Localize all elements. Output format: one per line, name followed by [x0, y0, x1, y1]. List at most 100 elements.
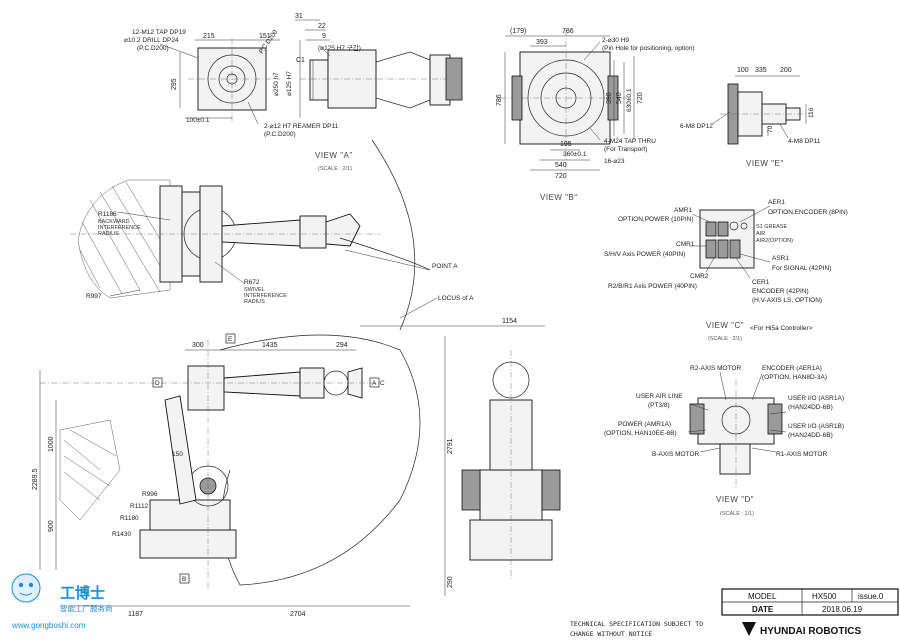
- dim-393: 393: [536, 39, 548, 46]
- view-e-title: VIEW "E": [746, 159, 784, 168]
- main-side-view: E D C A B 300 1435 294 1154 150 R996 R11…: [32, 318, 545, 618]
- upper-side-view: R1186 BACKWARD INTERFERENCE RADIUS R672 …: [70, 139, 474, 331]
- callout-asr1-desc: For SIGNAL (42PIN): [772, 265, 831, 272]
- marker-d: D: [155, 380, 160, 387]
- callout-tap: 12-M12 TAP DP19: [132, 29, 186, 36]
- label-point-a: POINT A: [432, 263, 458, 270]
- callout-encoder: ENCODER (AER1A): [762, 365, 822, 372]
- callout-tap-thru: 4-M24 TAP THRU: [604, 138, 656, 145]
- callout-power: POWER (AMR1A): [618, 421, 671, 428]
- dim-1154: 1154: [502, 318, 517, 325]
- label-backward: BACKWARD: [98, 219, 130, 225]
- dim-540-h: 540: [555, 162, 567, 169]
- dim-2791: 2791: [447, 438, 454, 454]
- dim-786-v: 786: [496, 94, 503, 106]
- callout-transport: (For Transport): [604, 146, 647, 153]
- dim-2704: 2704: [290, 611, 306, 618]
- dim-9: 9: [322, 33, 326, 40]
- label-interference-2: INTERFERENCE: [244, 293, 287, 299]
- dim-720-v: 720: [637, 92, 644, 104]
- marker-e: E: [228, 336, 233, 343]
- watermark: 工博士 智能工厂服务商 www.gongboshi.com: [11, 573, 113, 630]
- callout-r2-motor: R2-AXIS MOTOR: [690, 365, 741, 372]
- watermark-subtitle: 智能工厂服务商: [60, 603, 113, 613]
- callout-aer1: AER1: [768, 199, 785, 206]
- callout-userio-a-type: (HAN24DD-6B): [788, 404, 833, 411]
- dim-r1430: R1430: [112, 531, 132, 538]
- dim-100-e: 100: [737, 67, 749, 74]
- callout-amr1: AMR1: [674, 207, 692, 214]
- label-r1186: R1186: [98, 211, 117, 218]
- mascot-icon: [11, 573, 41, 603]
- dim-335-e: 335: [755, 67, 767, 74]
- label-radius-2: RADIUS: [244, 299, 265, 305]
- dim-70-e: 70: [767, 125, 774, 133]
- view-e-group: 100 335 200 116 70 6-M8 DP12 4-M8 DP11 V…: [680, 67, 821, 168]
- dim-r1180: R1180: [120, 515, 139, 522]
- dim-390: 390: [606, 92, 613, 104]
- callout-cer1: CER1: [752, 279, 770, 286]
- callout-amr1-desc: OPTION,POWER (10PIN): [618, 216, 693, 223]
- callout-m8-dp11: 4-M8 DP11: [788, 138, 821, 145]
- dim-100: 100±0.1: [186, 117, 210, 124]
- callout-air-line: USER AIR LINE: [636, 393, 683, 400]
- label-interference-1: INTERFERENCE: [98, 225, 141, 231]
- marker-c: C: [380, 380, 385, 387]
- view-c-scale: (SCALE : 2/1): [708, 336, 742, 342]
- marker-a: A: [372, 380, 377, 387]
- panel-air: AIR: [756, 231, 765, 237]
- dim-179: (179): [510, 28, 526, 35]
- callout-asr1: ASR1: [772, 255, 789, 262]
- dim-900: 900: [48, 520, 55, 532]
- front-view: [461, 350, 561, 580]
- dim-r996: R996: [142, 491, 158, 498]
- callout-b-motor: B-AXIS MOTOR: [652, 451, 699, 458]
- dim-290: 290: [447, 576, 454, 588]
- view-a-title: VIEW "A": [315, 151, 353, 160]
- dim-720-h: 720: [555, 173, 567, 180]
- brand-logo: HYUNDAI ROBOTICS: [742, 622, 861, 637]
- dim-22: 22: [318, 23, 326, 30]
- dim-125: ⌀125 H7: [286, 71, 293, 96]
- dim-r1112: R1112: [130, 503, 149, 510]
- label-locus-a: LOCUS of A: [438, 295, 474, 302]
- dim-150: 150: [172, 451, 183, 458]
- watermark-url: www.gongboshi.com: [11, 621, 86, 630]
- panel-air2: AIR2(OPTION): [756, 238, 793, 244]
- callout-cmr2-desc: R2/B/R1 Axis POWER (40PIN): [608, 283, 697, 290]
- dim-1187: 1187: [128, 611, 143, 618]
- callout-reamer: 2-⌀12 H7 REAMER DP11: [264, 123, 339, 130]
- callout-pcd-1: (P.C.D200): [137, 45, 169, 52]
- dim-360: 360±0.1: [563, 151, 587, 158]
- view-d-title: VIEW "D": [716, 495, 754, 504]
- dim-300: 300: [192, 342, 204, 349]
- brand-name: HYUNDAI ROBOTICS: [760, 626, 861, 637]
- watermark-title: 工博士: [60, 584, 105, 602]
- view-c-controller: <For Hi5a Controller>: [750, 325, 813, 332]
- dim-c1: C1: [296, 57, 305, 64]
- callout-cmr2: CMR2: [690, 273, 709, 280]
- callout-userio-a: USER I/O (ASR1A): [788, 395, 844, 402]
- callout-holes: 16-⌀23: [604, 158, 625, 165]
- view-d-scale: (SCALE : 1/1): [720, 511, 754, 517]
- dim-116-e: 116: [808, 107, 815, 118]
- callout-encoder-opt: (OPTION, HAN8D-3A): [762, 374, 827, 381]
- callout-pcd-2: (P.C.D200): [264, 131, 296, 138]
- label-swivel: SWIVEL: [244, 287, 265, 293]
- dim-215: 215: [203, 33, 215, 40]
- dim-786-h: 786: [562, 28, 574, 35]
- marker-b: B: [182, 576, 186, 583]
- dim-295: 295: [171, 78, 178, 90]
- callout-air-line-size: (PT3/8): [648, 402, 670, 409]
- callout-cmr1: CMR1: [676, 241, 695, 248]
- label-r672: R672: [244, 279, 260, 286]
- view-d-group: R2-AXIS MOTOR ENCODER (AER1A) (OPTION, H…: [604, 365, 844, 517]
- issue-value: issue.0: [858, 592, 884, 601]
- callout-pin-hole-note: (Pin Hole for positioning, option): [602, 45, 695, 52]
- date-label: DATE: [752, 605, 774, 614]
- dim-250: ⌀250 h7: [273, 72, 280, 96]
- label-radius-1: RADIUS: [98, 231, 119, 237]
- dim-294: 294: [336, 342, 348, 349]
- title-block: MODEL HX500 issue.0 DATE 2018.06.19: [721, 588, 899, 616]
